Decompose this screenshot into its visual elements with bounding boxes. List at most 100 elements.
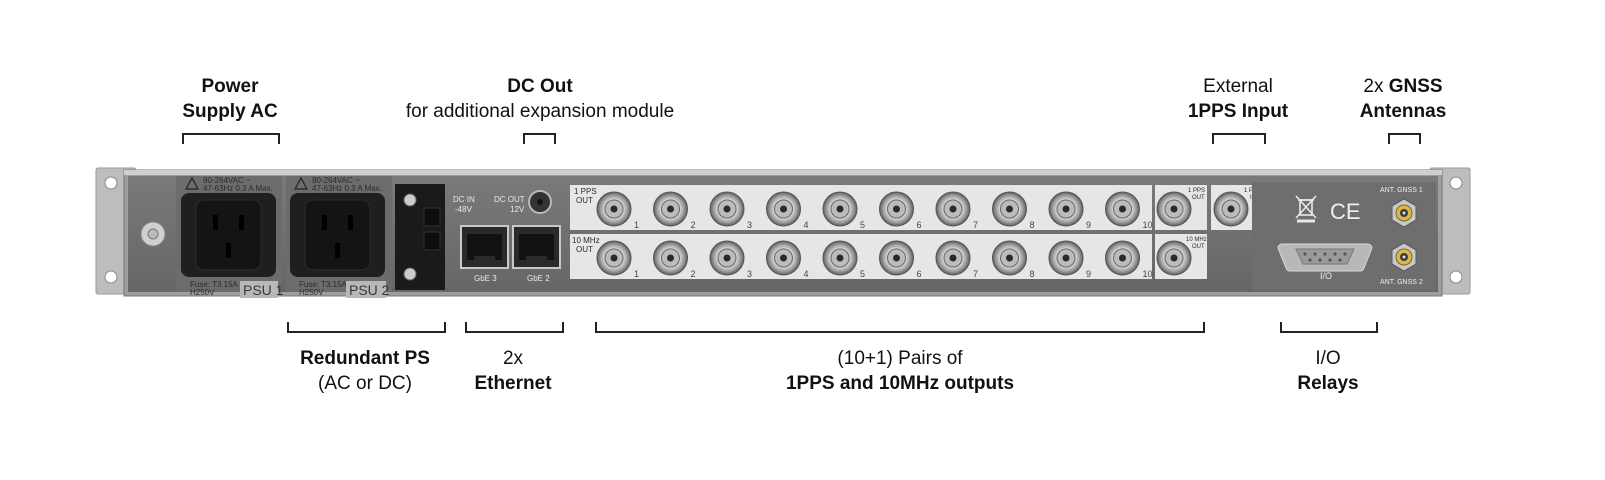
bnc-connector-mhz-out-3 (709, 240, 745, 276)
port-number-mhz-out-3: 3 (747, 269, 752, 279)
psu2-fuse-2: H250V (299, 288, 324, 297)
bracket-redundant-ps (287, 322, 446, 333)
psu2-label: PSU 2 (349, 282, 390, 298)
bnc-connector (1156, 191, 1192, 227)
port-number-pps-out-10: 10 (1143, 220, 1153, 230)
port-number-pps-out-2: 2 (691, 220, 696, 230)
callout-dcout-line2: for additional expansion module (405, 101, 675, 122)
port-number-pps-out-9: 9 (1086, 220, 1091, 230)
bracket-gnss (1388, 133, 1421, 144)
rack-hole-lt (104, 176, 118, 190)
bnc-connector-mhz-out-1 (596, 240, 632, 276)
ce-mark: CE (1330, 199, 1361, 224)
bnc-connector-pps-out-1 (596, 191, 632, 227)
psu2-rating-1: 90-264VAC ~ (312, 176, 360, 185)
port-number-mhz-out-9: 9 (1086, 269, 1091, 279)
bnc-connector-pps-out-7 (935, 191, 971, 227)
extra-mhz-out-label-1: 10 MHz (1186, 237, 1207, 243)
port-number-mhz-out-7: 7 (973, 269, 978, 279)
gnss2-label: ANT. GNSS 2 (1380, 279, 1423, 286)
dc-out-label-1: DC OUT (494, 195, 525, 204)
bnc-connector-pps-out-10 (1105, 191, 1140, 227)
port-number-mhz-out-5: 5 (860, 269, 865, 279)
callout-ethernet-line2: Ethernet (474, 373, 552, 394)
pps-out-label-2: OUT (576, 196, 593, 205)
callout-power-supply: Power Supply AC (170, 74, 290, 124)
terminal-screw-top (403, 193, 417, 207)
terminal-screw-bottom (403, 267, 417, 281)
port-number-pps-out-8: 8 (1030, 220, 1035, 230)
callout-dcout-line1: DC Out (507, 76, 573, 97)
mhz-out-label-2: OUT (576, 245, 593, 254)
bnc-connector-mhz-out-2 (653, 240, 688, 276)
dc-in-label-1: DC IN (453, 195, 475, 204)
port-number-mhz-out-8: 8 (1030, 269, 1035, 279)
port-number-pps-out-4: 4 (804, 220, 809, 230)
callout-redundant-line2: (AC or DC) (318, 373, 412, 394)
port-number-pps-out-3: 3 (747, 220, 752, 230)
bnc-connector-pps-out-2 (653, 191, 688, 227)
callout-ethernet: 2x Ethernet (453, 346, 573, 396)
io-label: I/O (1320, 271, 1332, 281)
callout-redundant-line1: Redundant PS (300, 348, 430, 369)
rack-hole-rt (1449, 176, 1463, 190)
callout-redundant-ps: Redundant PS (AC or DC) (285, 346, 445, 396)
callout-ppsin-line1: External (1203, 76, 1273, 97)
weee-bin-icon (1295, 195, 1317, 223)
gnss1-connector (1391, 198, 1417, 228)
bnc-connector (1156, 240, 1192, 276)
port-number-pps-out-5: 5 (860, 220, 865, 230)
rack-hole-lb (104, 270, 118, 284)
callout-ethernet-line1: 2x (502, 348, 524, 369)
bnc-connector-mhz-out-6 (879, 240, 914, 276)
port-number-mhz-out-10: 10 (1143, 269, 1153, 279)
port-number-pps-out-6: 6 (917, 220, 922, 230)
callout-gnss-bold: GNSS (1388, 76, 1443, 97)
bracket-ethernet (465, 322, 564, 333)
callout-pairs-line2: 1PPS and 10MHz outputs (785, 373, 1015, 394)
psu1-rating-1: 90-264VAC ~ (203, 176, 251, 185)
callout-ppsin-line2: 1PPS Input (1187, 101, 1289, 122)
psu1-label: PSU 1 (243, 282, 284, 298)
port-number-mhz-out-1: 1 (634, 269, 639, 279)
bnc-connector-pps-out-6 (879, 191, 914, 227)
bnc-connector-pps-in (1213, 191, 1249, 227)
gbe2-label: GbE 2 (527, 274, 550, 283)
bracket-pps-input (1212, 133, 1266, 144)
callout-pairs-line1: (10+1) Pairs of (837, 348, 963, 369)
extra-pps-out-label-1: 1 PPS (1188, 188, 1205, 194)
bnc-connector-mhz-out-4 (766, 240, 801, 276)
bnc-connector-mhz-out-10 (1105, 240, 1140, 276)
warning-icon (184, 176, 200, 190)
port-number-mhz-out-2: 2 (691, 269, 696, 279)
port-number-mhz-out-4: 4 (804, 269, 809, 279)
callout-power-line1: Power (201, 76, 259, 97)
bracket-io-relays (1280, 322, 1378, 333)
psu1-fuse-1: Fuse: T3.15A (190, 280, 239, 289)
callout-power-line2: Supply AC (182, 101, 278, 122)
warning-icon-2 (293, 176, 309, 190)
rack-hole-rb (1449, 270, 1463, 284)
bnc-connector-pps-out-8 (992, 191, 1027, 227)
callout-io-relays: I/O Relays (1268, 346, 1388, 396)
chassis-top-rail (124, 170, 1442, 175)
gbe3-label: GbE 3 (474, 274, 497, 283)
callout-pps-input: External 1PPS Input (1178, 74, 1298, 124)
bnc-connector-pps-out-9 (1048, 191, 1084, 227)
bnc-connector-pps-out-4 (766, 191, 801, 227)
psu2-fuse-1: Fuse: T3.15A (299, 280, 348, 289)
pps-out-label-1: 1 PPS (574, 187, 597, 196)
callout-io-line1: I/O (1315, 348, 1341, 369)
psu2-rating-2: 47-63Hz 0.3 A Max. (312, 184, 382, 193)
bnc-connector-pps-out-3 (709, 191, 745, 227)
port-number-pps-out-1: 1 (634, 220, 639, 230)
bnc-connector-mhz-out-9 (1048, 240, 1084, 276)
callout-gnss-prefix: 2x (1363, 76, 1389, 97)
dc-out-label-2: 12V (510, 205, 525, 214)
bracket-dc-out (523, 133, 556, 144)
mhz-out-label-1: 10 MHz (572, 236, 600, 245)
bnc-connector-pps-out-5 (822, 191, 858, 227)
callout-output-pairs: (10+1) Pairs of 1PPS and 10MHz outputs (750, 346, 1050, 396)
